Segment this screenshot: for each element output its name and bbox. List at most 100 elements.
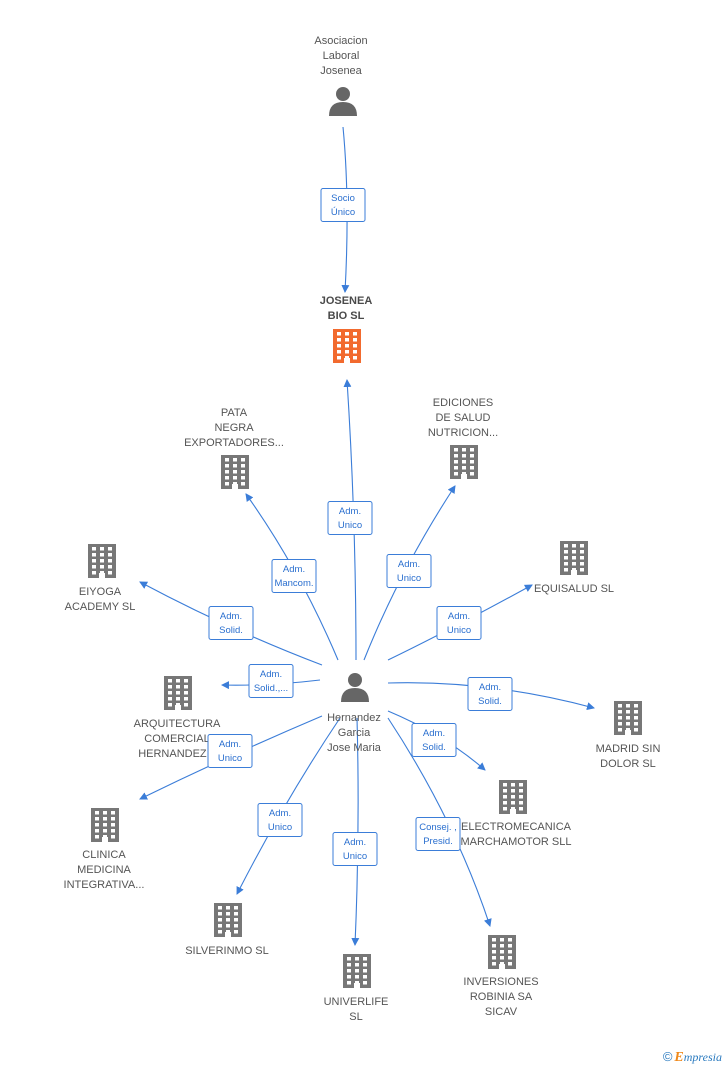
relation-text: Unico <box>218 753 242 764</box>
node-label: SILVERINMO SL <box>185 945 269 957</box>
node-label: ROBINIA SA <box>470 991 533 1003</box>
node-electromecanica[interactable]: ELECTROMECANICA MARCHAMOTOR SLL <box>460 780 572 848</box>
relation-label-univerlife[interactable]: Adm. Unico <box>332 832 378 866</box>
relation-text: Adm. <box>423 728 445 739</box>
relation-box <box>257 803 303 837</box>
node-label: DOLOR SL <box>600 758 656 770</box>
node-arquitectura[interactable]: ARQUITECTURACOMERCIALHERNANDEZ... <box>134 676 221 760</box>
node-label: ELECTROMECANICA <box>461 821 572 833</box>
relation-text: Solid. <box>478 696 502 707</box>
building-icon <box>214 903 242 937</box>
relation-box <box>467 677 513 711</box>
relation-text: Unico <box>397 573 421 584</box>
node-eiyoga[interactable]: EIYOGA ACADEMY SL <box>65 544 136 613</box>
building-icon <box>91 808 119 842</box>
node-label: MARCHAMOTOR SLL <box>460 836 571 848</box>
relation-label-josenea[interactable]: Adm.Unico <box>327 501 373 535</box>
node-label: EQUISALUD SL <box>534 583 614 595</box>
node-label: HERNANDEZ... <box>138 748 216 760</box>
node-equisalud[interactable]: EQUISALUD SL <box>534 541 614 595</box>
node-label: ACADEMY SL <box>65 601 136 613</box>
node-label: MEDICINA <box>77 864 131 876</box>
node-label: PATA <box>221 407 248 419</box>
relation-text: Adm. <box>339 506 361 517</box>
relation-text: Adm. <box>344 837 366 848</box>
node-label: INVERSIONES <box>463 976 538 988</box>
building-icon <box>333 329 361 363</box>
node-madrid[interactable]: MADRID SIN DOLOR SL <box>596 701 661 770</box>
relation-text: Presid. <box>423 836 453 847</box>
relation-label-clinica[interactable]: Adm. Unico <box>207 734 253 768</box>
relation-box <box>208 606 254 640</box>
relation-label-electromecanica[interactable]: Adm. Solid. <box>411 723 457 757</box>
relation-text: Adm. <box>283 564 305 575</box>
relation-label-madrid[interactable]: Adm. Solid. <box>467 677 513 711</box>
relation-label-ediciones[interactable]: Adm. Unico <box>386 554 432 588</box>
building-icon <box>499 780 527 814</box>
person-icon <box>341 673 369 702</box>
node-label: JOSENEA <box>320 295 373 307</box>
relation-box <box>271 559 317 593</box>
node-label: Garcia <box>338 727 371 739</box>
relation-text: Consej. , <box>419 822 457 833</box>
node-label: EIYOGA <box>79 586 122 598</box>
relation-text: Solid. <box>219 625 243 636</box>
relation-label-equisalud[interactable]: Adm. Unico <box>436 606 482 640</box>
building-icon <box>488 935 516 969</box>
node-label: COMERCIAL <box>144 733 209 745</box>
relation-text: Adm. <box>219 739 241 750</box>
node-clinica[interactable]: CLINICAMEDICINAINTEGRATIVA... <box>64 808 145 891</box>
relation-text: Solid. <box>422 742 446 753</box>
node-label: Jose Maria <box>327 742 382 754</box>
relation-text: Único <box>331 207 355 218</box>
node-silverinmo[interactable]: SILVERINMO SL <box>185 903 269 957</box>
relation-label-eiyoga[interactable]: Adm.Solid. <box>208 606 254 640</box>
relation-box <box>320 188 366 222</box>
node-label: Asociacion <box>314 35 367 47</box>
relation-text: Adm. <box>448 611 470 622</box>
node-label: MADRID SIN <box>596 743 661 755</box>
relation-label-arquitectura[interactable]: Adm.Solid.,... <box>248 664 294 698</box>
relation-text: Adm. <box>398 559 420 570</box>
building-icon <box>614 701 642 735</box>
relation-text: Adm. <box>260 669 282 680</box>
relation-label-silverinmo[interactable]: Adm.Unico <box>257 803 303 837</box>
node-pata[interactable]: PATANEGRAEXPORTADORES... <box>184 407 284 489</box>
building-icon <box>450 445 478 479</box>
building-icon <box>560 541 588 575</box>
relation-label-pata[interactable]: Adm.Mancom. <box>271 559 317 593</box>
node-univerlife[interactable]: UNIVERLIFE SL <box>324 954 389 1023</box>
node-label: SL <box>349 1011 362 1023</box>
edge-hernandez-to-univerlife <box>351 717 360 946</box>
building-icon <box>164 676 192 710</box>
relation-text: Unico <box>343 851 367 862</box>
relation-box <box>411 723 457 757</box>
brand-initial: E <box>674 1050 684 1065</box>
node-label: Laboral <box>323 50 360 62</box>
relation-label-inversiones[interactable]: Consej. , Presid. <box>415 817 461 851</box>
node-label: UNIVERLIFE <box>324 996 389 1008</box>
relation-text: Unico <box>447 625 471 636</box>
node-label: DE SALUD <box>435 412 490 424</box>
relation-box <box>436 606 482 640</box>
brand-name: mpresia <box>683 1050 722 1064</box>
node-label: CLINICA <box>82 849 126 861</box>
relation-box <box>386 554 432 588</box>
relation-box <box>327 501 373 535</box>
relation-text: Unico <box>268 822 292 833</box>
building-icon <box>343 954 371 988</box>
person-icon <box>329 87 357 116</box>
node-label: Josenea <box>320 65 362 77</box>
empresia-logo: ©Empresia <box>663 1049 722 1066</box>
copyright-symbol: © <box>662 1049 673 1064</box>
relation-box <box>415 817 461 851</box>
relation-text: Socio <box>331 193 355 204</box>
relation-text: Adm. <box>479 682 501 693</box>
